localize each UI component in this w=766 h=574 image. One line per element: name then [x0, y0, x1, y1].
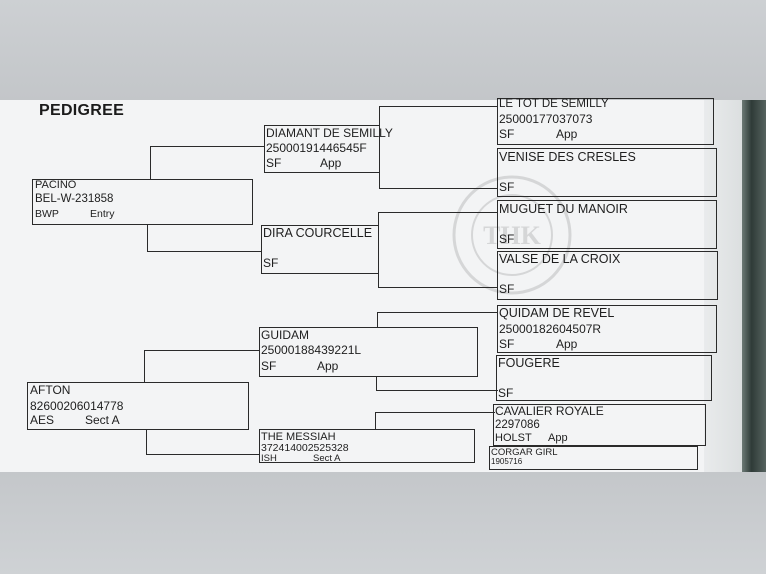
connector-line — [377, 312, 379, 328]
horse-stud: SF — [499, 282, 515, 296]
connector-line — [150, 146, 265, 148]
horse-name: LE TOT DE SEMILLY — [499, 98, 609, 110]
connector-line — [378, 212, 498, 214]
horse-stud: SF — [498, 386, 514, 400]
connector-line — [146, 430, 148, 454]
horse-id: 2297086 — [495, 419, 540, 431]
connector-line — [146, 454, 260, 456]
horse-section: App — [548, 432, 568, 444]
horse-id: 372414002525328 — [261, 442, 349, 454]
background-bottom — [0, 472, 766, 574]
horse-section: App — [556, 127, 578, 141]
sire-name: PACINO — [35, 179, 77, 191]
pedigree-box — [497, 148, 717, 197]
horse-section: App — [556, 337, 578, 351]
horse-name: MUGUET DU MANOIR — [499, 202, 628, 216]
pedigree-box — [497, 305, 717, 353]
pedigree-box — [259, 429, 475, 463]
sire-stud: BWP — [35, 208, 59, 220]
horse-id: 1905716 — [491, 457, 523, 466]
horse-stud: ISH — [261, 453, 277, 464]
connector-line — [147, 251, 262, 253]
connector-line — [144, 350, 260, 352]
dam-id: 82600206014778 — [30, 399, 124, 413]
pedigree-box — [497, 200, 717, 249]
embossed-stamp-icon: THK — [452, 175, 572, 295]
horse-name: VALSE DE LA CROIX — [499, 252, 621, 266]
horse-stud: SF — [499, 180, 515, 194]
pedigree-box — [259, 327, 478, 377]
pedigree-box — [496, 355, 712, 401]
horse-name: DIAMANT DE SEMILLY — [266, 126, 393, 140]
dam-box — [27, 382, 249, 430]
horse-stud: HOLST — [495, 432, 532, 444]
connector-line — [378, 287, 498, 289]
connector-line — [377, 312, 498, 314]
binder-edge — [742, 100, 766, 472]
pedigree-box — [497, 98, 714, 145]
background-top — [0, 0, 766, 100]
connector-line — [376, 376, 378, 390]
horse-name: VENISE DES CRESLES — [499, 150, 636, 164]
horse-name: THE MESSIAH — [261, 431, 336, 443]
pedigree-box — [264, 125, 380, 173]
connector-line — [147, 224, 149, 251]
pedigree-box — [261, 225, 379, 274]
connector-line — [375, 412, 495, 414]
dam-stud: AES — [30, 413, 55, 427]
connector-line — [379, 106, 381, 126]
connector-line — [378, 212, 380, 226]
horse-name: GUIDAM — [261, 328, 309, 342]
dam-name: AFTON — [30, 383, 71, 397]
pedigree-box — [489, 446, 698, 470]
sire-box — [32, 179, 253, 225]
svg-text:THK: THK — [483, 221, 542, 250]
horse-stud: SF — [499, 337, 515, 351]
horse-id: 25000191446545F — [266, 141, 367, 155]
horse-stud: SF — [263, 256, 279, 270]
connector-line — [379, 188, 498, 190]
horse-name: QUIDAM DE REVEL — [499, 306, 615, 320]
horse-stud: SF — [261, 359, 277, 373]
pedigree-paper — [0, 100, 752, 472]
connector-line — [375, 412, 377, 429]
pedigree-box — [497, 251, 718, 300]
horse-name: CORGAR GIRL — [491, 447, 558, 458]
connector-line — [144, 350, 146, 383]
horse-name: DIRA COURCELLE — [263, 226, 373, 240]
sire-id: BEL-W-231858 — [35, 193, 114, 205]
connector-line — [376, 390, 498, 392]
pedigree-box — [493, 404, 706, 446]
horse-name: CAVALIER ROYALE — [495, 404, 604, 418]
horse-id: 25000188439221L — [261, 343, 362, 357]
dam-section: Sect A — [85, 413, 120, 427]
sire-section: Entry — [90, 208, 115, 220]
connector-line — [379, 172, 381, 188]
horse-section: Sect A — [313, 453, 341, 464]
horse-stud: SF — [266, 156, 282, 170]
connector-line — [378, 273, 380, 287]
page-title: PEDIGREE — [39, 102, 125, 119]
connector-line — [379, 106, 498, 108]
horse-section: App — [320, 156, 342, 170]
horse-id: 25000177037073 — [499, 112, 593, 126]
horse-name: FOUGERE — [498, 356, 560, 370]
horse-id: 25000182604507R — [499, 322, 602, 336]
horse-stud: SF — [499, 232, 515, 246]
horse-section: App — [317, 359, 339, 373]
connector-line — [150, 146, 152, 180]
horse-stud: SF — [499, 127, 515, 141]
